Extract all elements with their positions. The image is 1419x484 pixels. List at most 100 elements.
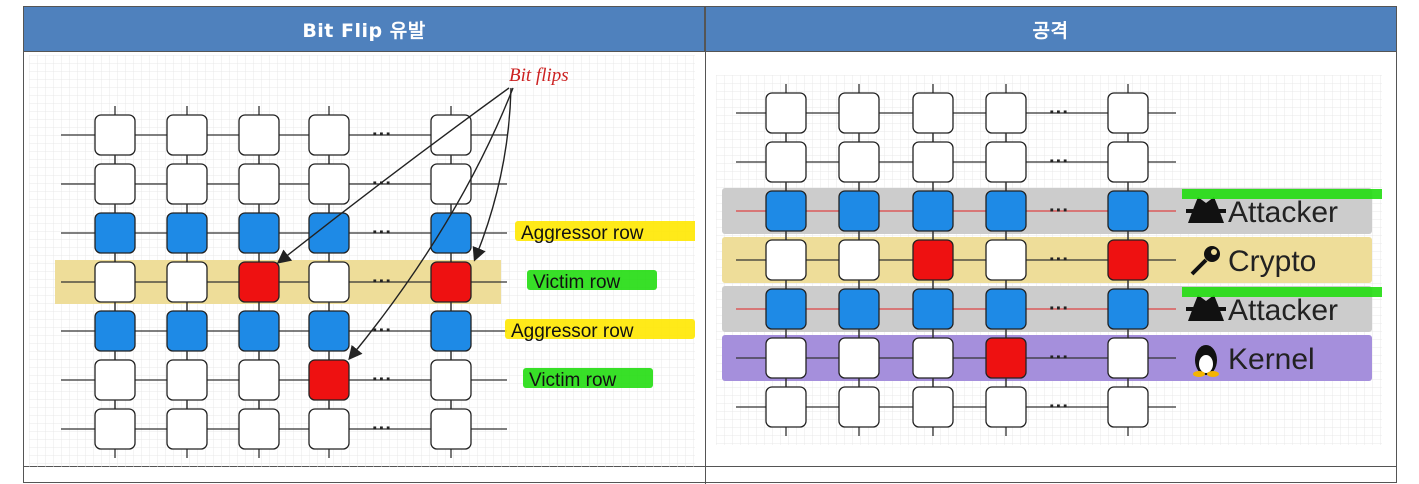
memory-cell-blue — [166, 212, 208, 254]
ellipsis: ··· — [1049, 396, 1069, 418]
left-row-7: ··· — [61, 400, 507, 458]
memory-cell-white — [985, 141, 1027, 183]
victim-row-label: Victim row — [529, 370, 617, 391]
memory-cell-red — [1107, 239, 1149, 281]
left-row-3: ··· — [61, 204, 507, 262]
memory-cell-white — [838, 337, 880, 379]
ellipsis: ··· — [372, 369, 392, 391]
memory-cell-white — [1107, 141, 1149, 183]
ellipsis: ··· — [1049, 200, 1069, 222]
memory-cell-blue — [765, 288, 807, 330]
memory-cell-blue — [308, 310, 350, 352]
memory-cell-blue — [985, 288, 1027, 330]
victim-row-label: Victim row — [533, 272, 621, 293]
memory-cell-red — [985, 337, 1027, 379]
memory-cell-white — [838, 92, 880, 134]
bit-flip-arrow-1 — [276, 87, 510, 264]
memory-cell-white — [238, 114, 280, 156]
ellipsis: ··· — [372, 124, 392, 146]
memory-cell-red — [912, 239, 954, 281]
right-row-5: ··· — [736, 280, 1176, 338]
label-highlight — [523, 368, 653, 388]
label-highlight — [1182, 287, 1382, 297]
attacker-label: Attacker — [1228, 294, 1338, 327]
ellipsis: ··· — [1049, 347, 1069, 369]
ellipsis: ··· — [1049, 249, 1069, 271]
label-highlight — [515, 221, 705, 241]
memory-cell-blue — [430, 310, 472, 352]
column-divider — [705, 7, 706, 484]
memory-cell-blue — [765, 190, 807, 232]
memory-cell-white — [94, 163, 136, 205]
memory-cell-white — [308, 163, 350, 205]
right-row-2: ··· — [736, 133, 1176, 191]
label-highlight — [505, 319, 695, 339]
memory-cell-white — [985, 92, 1027, 134]
aggressor-row-label: Aggressor row — [521, 223, 644, 244]
memory-cell-white — [912, 92, 954, 134]
key-icon — [1190, 246, 1220, 276]
memory-cell-white — [308, 261, 350, 303]
memory-cell-white — [912, 337, 954, 379]
bit-flips-label: Bit flips — [509, 65, 569, 86]
memory-cell-white — [94, 261, 136, 303]
memory-cell-white — [166, 359, 208, 401]
memory-cell-white — [238, 163, 280, 205]
right-row-7: ··· — [736, 378, 1176, 436]
memory-cell-blue — [838, 190, 880, 232]
ellipsis: ··· — [372, 320, 392, 342]
memory-cell-white — [838, 386, 880, 428]
memory-cell-red — [430, 261, 472, 303]
memory-cell-white — [238, 359, 280, 401]
kernel-label: Kernel — [1228, 343, 1315, 376]
right-row-3: ··· — [736, 182, 1176, 240]
left-row-5: ··· — [61, 302, 507, 360]
ellipsis: ··· — [1049, 151, 1069, 173]
memory-cell-white — [765, 92, 807, 134]
memory-cell-blue — [166, 310, 208, 352]
bit-flip-arrow-3 — [348, 87, 514, 361]
memory-cell-white — [430, 359, 472, 401]
left-row-6: ··· — [61, 351, 507, 409]
memory-cell-blue — [912, 190, 954, 232]
comparison-table: Bit Flip 유발 공격 — [23, 6, 1397, 484]
memory-cell-white — [166, 163, 208, 205]
penguin-icon — [1193, 345, 1219, 377]
header-attack: 공격 — [705, 7, 1396, 51]
ellipsis: ··· — [1049, 102, 1069, 124]
memory-cell-white — [912, 386, 954, 428]
memory-cell-white — [166, 114, 208, 156]
aggressor-row-label: Aggressor row — [511, 321, 634, 342]
memory-cell-white — [166, 261, 208, 303]
memory-cell-blue — [94, 212, 136, 254]
right-row-1: ··· — [736, 84, 1176, 142]
memory-cell-white — [308, 408, 350, 450]
attacker-label: Attacker — [1228, 196, 1338, 229]
bit-flip-arrow-2 — [472, 87, 512, 262]
memory-cell-white — [166, 408, 208, 450]
memory-cell-white — [838, 239, 880, 281]
memory-cell-white — [1107, 386, 1149, 428]
ellipsis: ··· — [372, 222, 392, 244]
memory-cell-white — [94, 114, 136, 156]
memory-cell-white — [765, 337, 807, 379]
memory-cell-blue — [238, 310, 280, 352]
label-highlight — [1182, 189, 1382, 199]
memory-cell-red — [308, 359, 350, 401]
memory-cell-white — [1107, 337, 1149, 379]
memory-cell-white — [985, 239, 1027, 281]
memory-cell-white — [94, 408, 136, 450]
label-highlight — [527, 270, 657, 290]
spy-icon — [1186, 197, 1226, 223]
memory-cell-white — [430, 408, 472, 450]
memory-cell-blue — [1107, 288, 1149, 330]
memory-cell-blue — [430, 212, 472, 254]
ellipsis: ··· — [372, 271, 392, 293]
memory-cell-blue — [1107, 190, 1149, 232]
memory-cell-white — [238, 408, 280, 450]
memory-cell-white — [912, 141, 954, 183]
memory-cell-blue — [94, 310, 136, 352]
ellipsis: ··· — [1049, 298, 1069, 320]
